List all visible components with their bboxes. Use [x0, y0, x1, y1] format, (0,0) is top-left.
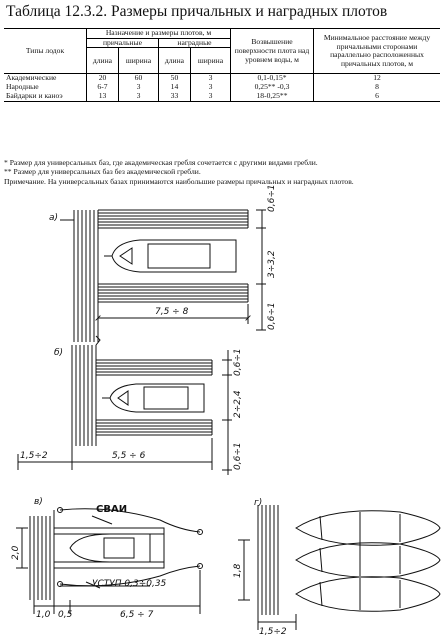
header-width: ширина	[189, 47, 231, 75]
dim-b-mid: 2÷2,4	[233, 390, 243, 418]
table-row: Народные 6-7 3 14 3 0,25** -0,3 8	[4, 82, 440, 92]
figure-a-drawing	[60, 209, 266, 342]
figure-a-label: а)	[49, 213, 58, 223]
footnote: ** Размер для универсальных баз без акад…	[4, 167, 201, 177]
step-label: УСТУП 0,3÷0,35	[92, 579, 167, 589]
dim-b-bottom: 0,6÷1	[233, 442, 243, 470]
header-min-distance: Минимальное расстояние между причальными…	[313, 28, 440, 75]
dim-a-top: 0,6÷1	[267, 184, 277, 212]
table-row: Байдарки и каноэ 13 3 33 3 18-0,25** 6	[4, 91, 440, 102]
header-boat-type: Типы лодок	[4, 28, 87, 75]
header-purpose: Назначение и размеры плотов, м	[86, 28, 231, 39]
dim-b-length: 5,5 ÷ 6	[112, 451, 146, 461]
dim-b-top: 0,6÷1	[233, 348, 243, 376]
dim-a-bottom: 0,6÷1	[267, 302, 277, 330]
figure-b-label: б)	[54, 348, 63, 358]
dim-c-height: 2,0	[11, 545, 21, 560]
header-mooring: причальные	[86, 38, 159, 48]
note: Примечание. На универсальных базах прини…	[4, 176, 354, 186]
header-length: длина	[86, 47, 119, 75]
figure-d-label: г)	[254, 498, 262, 508]
dim-c-a: 1,0	[36, 610, 51, 620]
table-row: Академические 20 60 50 3 0,1-0,15* 12	[4, 73, 440, 84]
footnote: * Размер для универсальных баз, где акад…	[4, 158, 318, 167]
figure-d-drawing	[238, 505, 441, 630]
dim-c-c: 6,5 ÷ 7	[120, 610, 154, 620]
piles-label: СВАИ	[96, 504, 127, 515]
page-title: Таблица 12.3.2. Размеры причальных и наг…	[6, 3, 388, 20]
dim-d-bottom: 1,5÷2	[259, 627, 287, 637]
dim-b-left: 1,5÷2	[20, 451, 48, 461]
figure-b-drawing	[17, 335, 232, 475]
dim-c-b: 0,5	[58, 610, 73, 620]
raft-sizes-table: Типы лодок Назначение и размеры плотов, …	[4, 28, 440, 102]
figure-c-label: в)	[34, 497, 43, 507]
dim-d-height: 1,8	[233, 563, 243, 578]
dim-a-mid: 3÷3,2	[267, 250, 277, 278]
footnotes: * Размер для универсальных баз, где акад…	[4, 158, 444, 186]
header-width: ширина	[117, 47, 159, 75]
figure-c-drawing	[16, 507, 203, 614]
header-award: наградные	[157, 38, 231, 48]
dim-a-length: 7,5 ÷ 8	[155, 307, 189, 317]
header-elevation: Возвышение поверхности плота над уровнем…	[230, 28, 314, 75]
header-length: длина	[157, 47, 191, 75]
